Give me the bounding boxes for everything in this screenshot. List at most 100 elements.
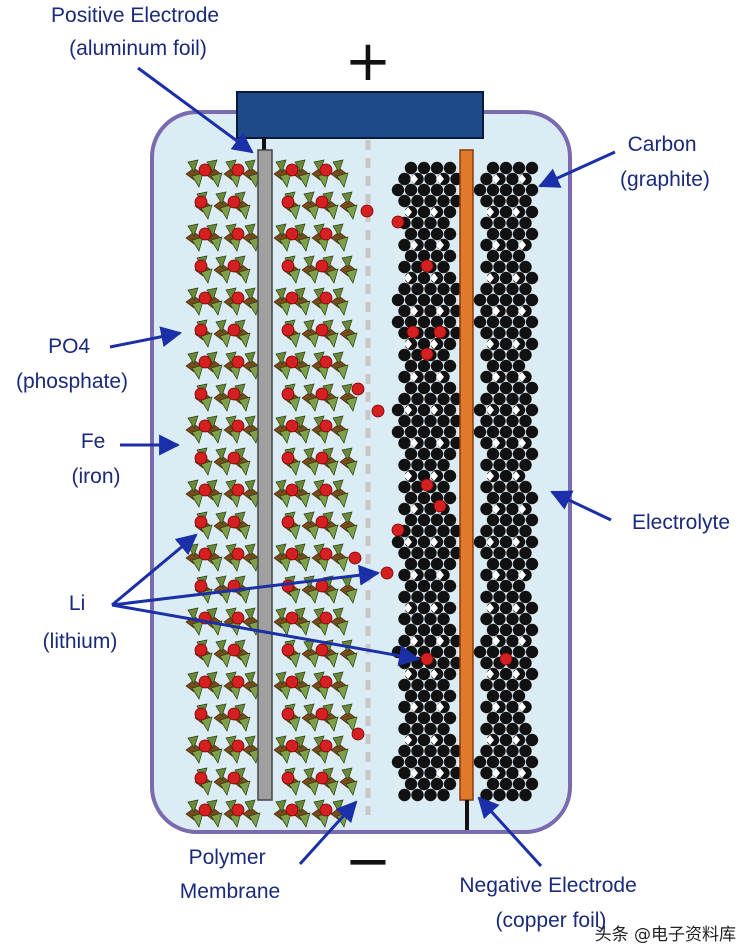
graphite-hole [404, 207, 412, 217]
po4-tetrahedron [294, 735, 306, 749]
carbon-atom [398, 766, 411, 780]
po4-tetrahedron [279, 620, 292, 636]
li-atom [319, 227, 333, 241]
carbon-atom [411, 722, 424, 736]
carbon-atom [473, 403, 487, 417]
li-atom [194, 259, 208, 273]
po4-tetrahedron [200, 780, 213, 796]
li-atom [194, 323, 208, 337]
negative-symbol: − [345, 829, 392, 894]
carbon-atom [519, 480, 532, 494]
po4-tetrahedron [288, 780, 301, 796]
po4-tetrahedron [345, 332, 358, 348]
carbon-atom [443, 491, 457, 505]
carbon-atom [525, 491, 539, 505]
graphite-hole [430, 735, 438, 745]
graphite-hole [518, 570, 526, 580]
carbon-atom [417, 579, 431, 593]
carbon-atom [499, 447, 513, 461]
carbon-atom [506, 216, 519, 230]
po4-tetrahedron [345, 396, 358, 412]
li-atom [319, 803, 333, 817]
carbon-atom [480, 612, 493, 626]
li-ion [351, 382, 365, 396]
carbon-atom [437, 524, 450, 538]
li-atom [194, 579, 208, 593]
po4-tetrahedron [345, 204, 358, 220]
po4-tetrahedron [288, 652, 301, 668]
carbon-atom [430, 689, 444, 703]
carbon-atom [486, 623, 500, 637]
carbon-atom [424, 634, 437, 648]
carbon-atom [443, 469, 457, 483]
po4-tetrahedron [332, 735, 344, 749]
carbon-atom [443, 315, 457, 329]
graphite-hole [436, 438, 444, 448]
carbon-atom [506, 546, 519, 560]
carbon-atom [443, 711, 457, 725]
arrow-polymer-membrane [298, 800, 358, 866]
graphite-hole [486, 537, 494, 547]
copper-foil-collector [459, 149, 474, 801]
li-atom [194, 515, 208, 529]
po4-tetrahedron [288, 524, 301, 540]
carbon-atom [430, 777, 444, 791]
po4-tetrahedron [187, 287, 199, 301]
graphite-hole [512, 339, 520, 349]
carbon-atom [519, 788, 532, 802]
po4-tetrahedron [341, 255, 353, 269]
po4-tetrahedron [288, 332, 301, 348]
carbon-atom [443, 183, 457, 197]
graphite-hole [492, 438, 500, 448]
po4-tetrahedron [307, 716, 320, 732]
po4-tetrahedron [332, 223, 344, 237]
carbon-atom [493, 326, 506, 340]
li-atom [281, 579, 295, 593]
graphite-hole [410, 372, 418, 382]
li-ion [391, 215, 405, 229]
carbon-atom [480, 546, 493, 560]
carbon-atom [519, 458, 532, 472]
carbon-atom [404, 777, 418, 791]
po4-tetrahedron [210, 300, 223, 316]
carbon-atom [493, 348, 506, 362]
po4-tetrahedron [279, 748, 292, 764]
carbon-atom [499, 623, 513, 637]
carbon-atom [404, 249, 418, 263]
carbon-atom [499, 601, 513, 615]
po4-tetrahedron [345, 716, 358, 732]
carbon-atom [506, 766, 519, 780]
carbon-atom [404, 425, 418, 439]
carbon-atom [480, 480, 493, 494]
li-atom [315, 771, 329, 785]
po4-tetrahedron [303, 255, 315, 269]
po4-tetrahedron [332, 543, 344, 557]
li-atom [198, 803, 212, 817]
carbon-atom [512, 293, 526, 307]
po4-tetrahedron [210, 684, 223, 700]
carbon-atom [519, 282, 532, 296]
li-atom [285, 547, 299, 561]
carbon-atom [525, 227, 539, 241]
po4-tetrahedron [275, 799, 287, 813]
carbon-atom [519, 744, 532, 758]
carbon-atom [486, 689, 500, 703]
graphite-hole [410, 702, 418, 712]
carbon-atom [398, 590, 411, 604]
li-atom [231, 291, 245, 305]
po4-tetrahedron [200, 652, 213, 668]
carbon-atom [417, 689, 431, 703]
po4-tetrahedron [336, 684, 349, 700]
carbon-atom [417, 271, 431, 285]
carbon-atom [424, 590, 437, 604]
carbon-atom [480, 282, 493, 296]
li-atom [285, 355, 299, 369]
carbon-atom [480, 766, 493, 780]
carbon-atom [525, 161, 539, 175]
carbon-atom [519, 414, 532, 428]
po4-tetrahedron [279, 684, 292, 700]
po4-tetrahedron [279, 556, 292, 572]
li-atom [227, 707, 241, 721]
graphite-hole [436, 306, 444, 316]
carbon-atom [493, 282, 506, 296]
